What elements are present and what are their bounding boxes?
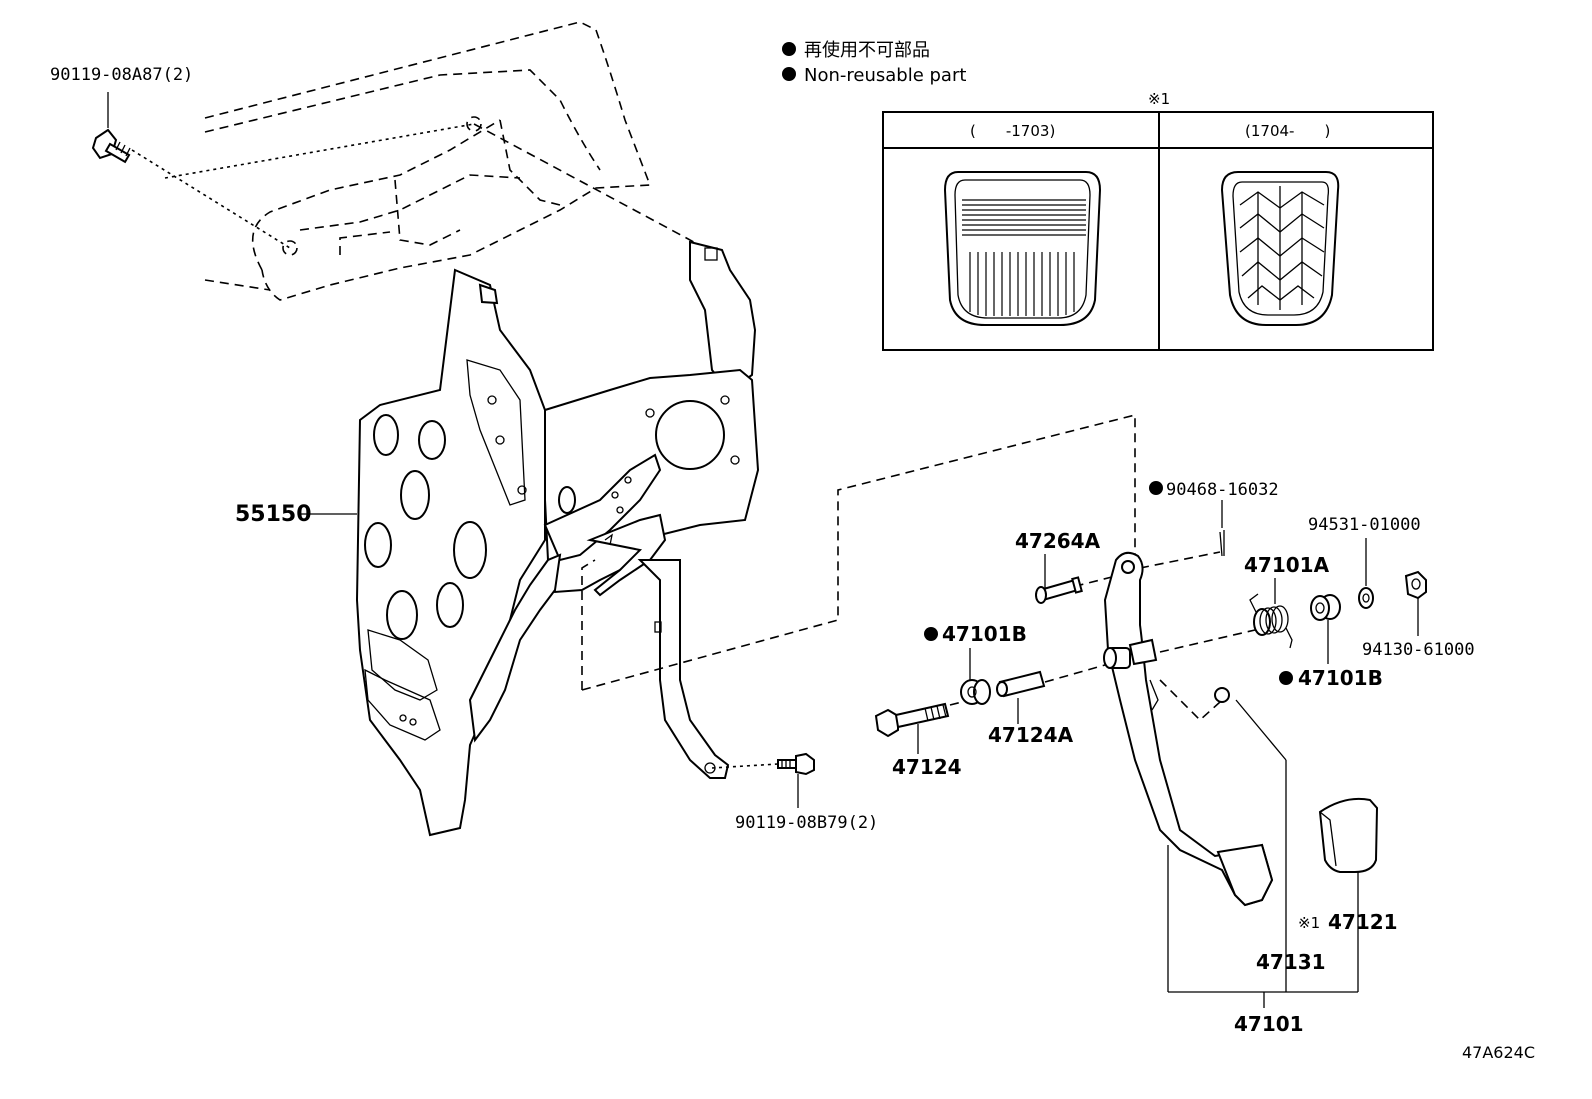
label-pedal-pad: 47121 [1328,910,1398,934]
pivot-bolt-icon [874,702,950,738]
pivot-axis-upper [1059,551,1221,591]
legend-en: Non-reusable part [804,65,966,86]
label-bolt-bottom: 90119-08B79(2) [735,813,878,833]
bolt-bottom-icon [777,752,815,776]
label-bolt-top: 90119-08A87(2) [50,65,193,85]
nut-icon [1404,570,1427,600]
pedal-pad-new-icon [1220,171,1340,326]
legend-marker-icon [782,67,796,81]
variant-col-left: ( -1703) [970,122,1055,140]
bracket-lower-arm [468,553,562,743]
shaft-icon [1035,576,1083,604]
pedal-pad-old-icon [943,171,1102,326]
label-pin: 90468-16032 [1166,480,1279,500]
label-bushing-right: 47101B [1298,666,1383,690]
assembly-outline [581,413,1136,691]
bushing-left-icon [960,679,991,705]
pedal-pad-icon [1318,797,1379,873]
bushing-right-nonreusable-icon [1279,671,1293,685]
label-pedal-arm: 47131 [1256,950,1326,974]
pin-nonreusable-icon [1149,481,1163,495]
bushing-right-icon [1310,594,1341,621]
bolt-top-leader-2 [164,123,475,179]
assembly-bracket [1167,699,1359,1008]
label-pedal-pad-mark: ※1 [1298,914,1320,932]
washer-icon [1358,587,1374,609]
label-collar: 47124A [988,723,1074,747]
diagram-code: 47A624C [1462,1043,1535,1062]
cowl-panel [204,21,652,301]
legend-jp: 再使用不可部品 [804,40,930,61]
legend-marker-icon [782,42,796,56]
legend: 再使用不可部品 Non-reusable part [782,40,966,86]
label-pedal-assy: 47101 [1234,1012,1304,1036]
label-washer: 94531-01000 [1308,515,1421,535]
pin-icon [1219,530,1225,557]
bracket-plate [355,268,546,837]
pedal-arm [1103,551,1274,907]
bolt-top-leader [131,149,291,249]
label-bushing-left: 47101B [942,622,1027,646]
bushing-left-nonreusable-icon [924,627,938,641]
bolt-top-icon [91,128,131,164]
variant-box: ※1 ( -1703) (1704- ) [882,90,1434,351]
label-shaft: 47264A [1015,529,1101,553]
collar-icon [996,670,1046,698]
pedal-support-bracket [543,240,760,779]
variant-ref-mark: ※1 [1148,90,1170,108]
bracket-top-leader [473,123,706,249]
label-spring: 47101A [1244,553,1330,577]
spring-icon [1249,593,1293,649]
variant-col-right: (1704- ) [1245,122,1330,140]
label-nut: 94130-61000 [1362,640,1475,660]
label-pivot-bolt: 47124 [892,755,962,779]
